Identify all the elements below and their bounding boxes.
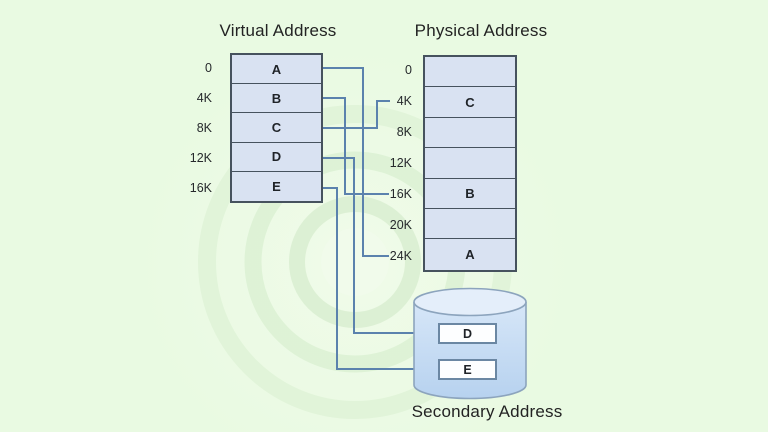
virtual-address-label: 8K <box>196 121 212 135</box>
physical-address-label: 4K <box>396 94 412 108</box>
physical-address-label: 24K <box>389 249 412 263</box>
physical-row: A <box>425 239 515 269</box>
virtual-row: D <box>232 143 321 172</box>
physical-block: C <box>465 94 475 110</box>
virtual-address-label: 4K <box>196 91 212 105</box>
secondary-block-d: D <box>438 323 497 344</box>
virtual-address-table: A B C D E <box>230 53 323 203</box>
cylinder-top <box>413 287 527 317</box>
physical-row <box>425 148 515 179</box>
virtual-row: E <box>232 172 321 201</box>
connector-lines <box>323 67 414 370</box>
secondary-address-title: Secondary Address <box>411 402 563 421</box>
physical-address-label: 8K <box>396 125 412 139</box>
physical-address-title: Physical Address <box>414 21 548 40</box>
virtual-block: E <box>272 178 281 194</box>
physical-row: C <box>425 87 515 118</box>
connector-c-to-physical-4k <box>323 100 390 129</box>
secondary-block-e: E <box>438 359 497 380</box>
physical-address-label: 12K <box>389 156 412 170</box>
physical-address-label: 0 <box>405 63 412 77</box>
virtual-address-label: 12K <box>189 151 212 165</box>
connector-a-to-physical-24k <box>323 67 389 257</box>
virtual-address-label: 0 <box>205 61 212 75</box>
physical-block: A <box>465 247 475 263</box>
virtual-block: C <box>271 119 282 135</box>
virtual-row: A <box>232 55 321 85</box>
virtual-address-label: 16K <box>189 181 212 195</box>
connector-b-to-physical-16k <box>323 97 389 195</box>
physical-row: B <box>425 179 515 209</box>
physical-block: B <box>465 185 475 201</box>
virtual-address-title: Virtual Address <box>219 21 337 40</box>
physical-row <box>425 57 515 88</box>
physical-row <box>425 118 515 149</box>
physical-address-label: 16K <box>389 187 412 201</box>
virtual-block: D <box>271 149 282 165</box>
connector-e-to-secondary <box>323 187 414 370</box>
physical-address-label: 20K <box>389 218 412 232</box>
connector-d-to-secondary <box>323 157 414 334</box>
cylinder-body <box>413 302 527 400</box>
physical-row <box>425 209 515 240</box>
virtual-row: B <box>232 84 321 114</box>
virtual-block: A <box>271 61 282 77</box>
virtual-block: B <box>271 90 282 106</box>
physical-address-table: C B A <box>423 55 517 272</box>
virtual-row: C <box>232 113 321 143</box>
